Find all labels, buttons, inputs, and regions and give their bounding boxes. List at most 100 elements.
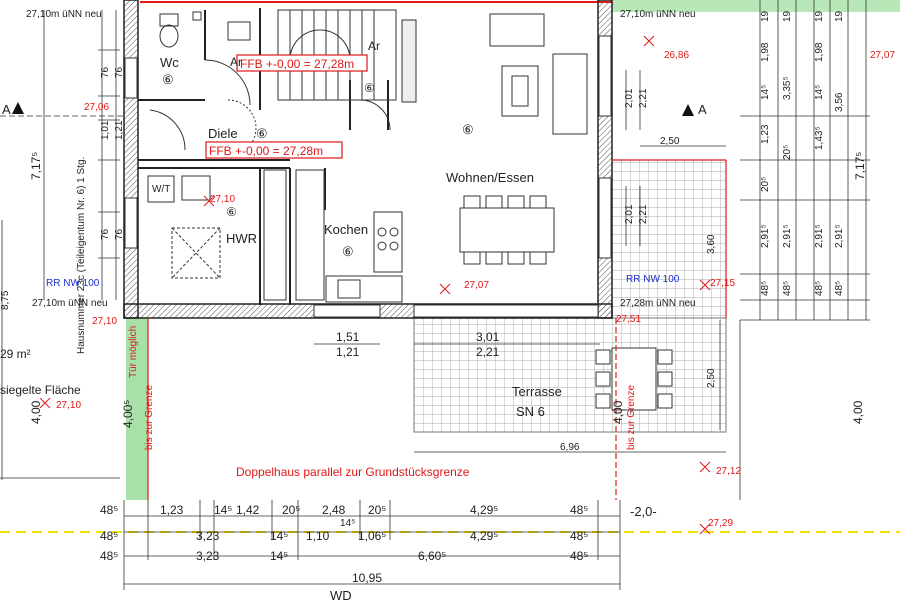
hwr-fixtures xyxy=(147,169,287,301)
dim-text: 48⁵ xyxy=(814,281,825,296)
dim-text: 76 xyxy=(114,228,125,240)
dim-text: 14⁵ xyxy=(340,518,355,529)
room-stair-num: ⑥ xyxy=(364,81,375,95)
section-label-left: A xyxy=(2,102,11,117)
dim-text: 14⁵ xyxy=(814,85,825,100)
dim-text: 6,96 xyxy=(560,442,580,453)
room-kochen-num: ⑥ xyxy=(342,244,354,259)
note-doppelhaus: Doppelhaus parallel zur Grundstücksgrenz… xyxy=(236,465,470,479)
dim-text: 2,01 xyxy=(624,88,635,108)
dim-text: 2,50 xyxy=(706,368,717,388)
dim-text: 3,01 xyxy=(476,330,500,344)
note-hausnummer: Hausnummer 23c (Teileigentum Nr. 6) 1 St… xyxy=(76,157,87,354)
dim-text: 19 xyxy=(834,10,845,22)
spot-height: 27,12 xyxy=(716,466,741,477)
dim-text: 7,17⁵ xyxy=(853,152,867,180)
dim-text: 48⁵ xyxy=(782,281,793,296)
dim-text: 76 xyxy=(114,66,125,78)
note-minus2: -2,0- xyxy=(630,504,657,519)
spot-height: 27,15 xyxy=(710,278,735,289)
kitchen-fixtures xyxy=(295,169,403,303)
dim-text: 1,23 xyxy=(160,503,184,517)
room-wc: Wc xyxy=(160,55,179,70)
dim-text: 1,06⁵ xyxy=(358,529,386,543)
spot-height: 27,06 xyxy=(84,102,109,113)
dim-text: 48⁵ xyxy=(570,549,588,563)
dim-text: 2,01 xyxy=(624,204,635,224)
terrace-furniture xyxy=(595,347,673,411)
dim-text: 48⁵ xyxy=(570,529,588,543)
dim-text: 4,29⁵ xyxy=(470,503,498,517)
dim-text: 4,00 xyxy=(29,400,43,424)
side-terrace-floor xyxy=(611,159,727,319)
interior-walls xyxy=(138,8,389,305)
ffb-upper-text: FFB +-0,00 = 27,28m xyxy=(240,57,354,71)
dim-text: 19 xyxy=(760,10,771,22)
dim-text: 2,91⁵ xyxy=(760,224,771,248)
terrace-floor xyxy=(413,317,727,433)
note-tuer: Tür möglich xyxy=(128,326,139,378)
ffb-box-lower xyxy=(205,141,343,159)
dim-text: 20⁵ xyxy=(282,503,300,517)
dim-text: 14⁵ xyxy=(214,503,232,517)
dim-text: 3,23 xyxy=(196,549,220,563)
level-mid-left: 27,10m üNN neu xyxy=(32,298,108,309)
dim-text: 2,50 xyxy=(660,136,680,147)
dim-text: 1,10 xyxy=(306,529,330,543)
note-grenze-right: bis zur Grenze xyxy=(626,385,637,450)
dim-text: 48⁵ xyxy=(100,529,118,543)
dim-text: 48⁵ xyxy=(570,503,588,517)
dim-text: 1,51 xyxy=(336,330,360,344)
spot-height-crosses xyxy=(39,35,711,535)
dim-text: 1,01 xyxy=(100,120,111,140)
dim-text: 20⁵ xyxy=(782,145,793,160)
note-wd: WD xyxy=(330,588,352,601)
dim-text: 2,48 xyxy=(322,503,346,517)
dim-text: 76 xyxy=(100,228,111,240)
spot-height: 27,07 xyxy=(464,280,489,291)
dim-text: 2,21 xyxy=(638,88,649,108)
level-mid-right: 27,28m üNN neu xyxy=(620,298,696,309)
dim-text: 20⁵ xyxy=(760,177,771,192)
spot-height: 27,10 xyxy=(210,194,235,205)
spot-height: 27,10 xyxy=(92,316,117,327)
section-label-right: A xyxy=(698,102,707,117)
spot-height: 27,29 xyxy=(708,518,733,529)
dim-text: 2,91⁵ xyxy=(834,224,845,248)
dim-text: 4,00 xyxy=(611,400,625,424)
room-hwr: HWR xyxy=(226,231,257,246)
room-wohnen: Wohnen/Essen xyxy=(446,170,534,185)
dim-text: 4,00 xyxy=(851,400,865,424)
windows xyxy=(124,35,612,318)
room-misc-num: ⑥ xyxy=(226,205,237,219)
dim-text: 1,21 xyxy=(336,345,360,359)
dim-text: 1,23 xyxy=(760,124,771,144)
dim-text: 14⁵ xyxy=(760,85,771,100)
dim-text: 19 xyxy=(782,10,793,22)
dim-text: 19 xyxy=(814,10,825,22)
room-ar-left: Ar xyxy=(230,55,242,69)
level-top-left: 27,10m üNN neu xyxy=(26,9,102,20)
dim-lines-bottom xyxy=(123,343,726,590)
dim-text: 20⁵ xyxy=(368,503,386,517)
dim-text: 2,91⁵ xyxy=(782,224,793,248)
note-flaeche: siegelte Fläche xyxy=(0,383,81,397)
dim-text: 1,98 xyxy=(814,42,825,62)
dim-lines-left xyxy=(0,10,124,480)
dim-text: 10,95 xyxy=(352,571,382,585)
dim-text: 48⁵ xyxy=(100,549,118,563)
spot-height: 27,07 xyxy=(870,50,895,61)
red-boundaries xyxy=(147,159,727,500)
room-diele-num: ⑥ xyxy=(256,126,268,141)
dim-text: 2,91⁵ xyxy=(814,224,825,248)
rr-right: RR NW 100 xyxy=(626,274,680,285)
room-diele: Diele xyxy=(208,126,238,141)
dim-text: 7,17⁵ xyxy=(29,152,43,180)
green-strip-top-right xyxy=(612,0,900,12)
rr-left: RR NW 100 xyxy=(46,278,100,289)
section-arrow-right xyxy=(682,104,694,116)
ffb-box-upper xyxy=(236,54,368,72)
dim-text: 8,75 xyxy=(0,290,11,310)
dim-lines-right xyxy=(625,0,870,500)
